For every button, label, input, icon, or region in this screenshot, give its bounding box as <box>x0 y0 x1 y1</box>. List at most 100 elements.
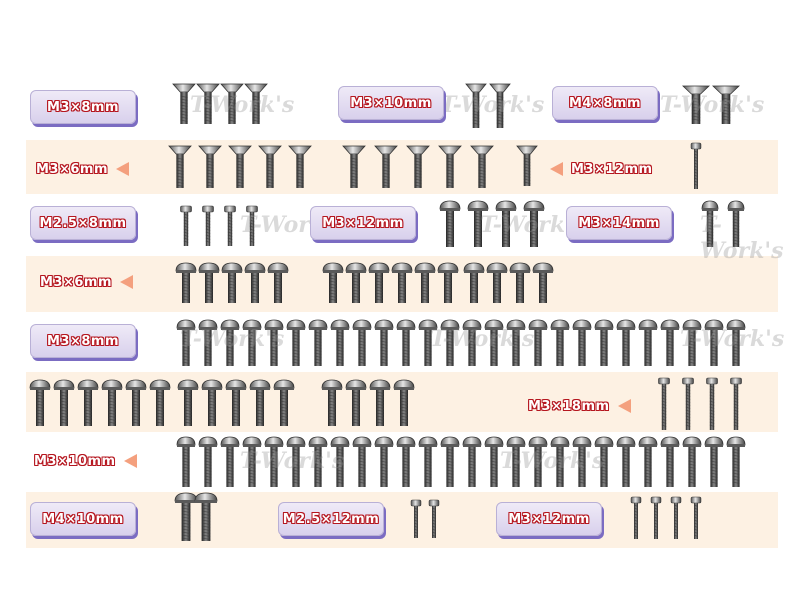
size-label-r2a: M3×6mm <box>36 161 109 177</box>
screw <box>374 436 394 487</box>
screw <box>176 436 196 487</box>
screw <box>428 499 440 538</box>
screw <box>77 379 99 426</box>
screw <box>258 145 282 188</box>
screw <box>727 200 745 247</box>
screw <box>658 377 670 430</box>
screw <box>704 436 724 487</box>
screw <box>201 379 223 426</box>
screw <box>202 205 214 246</box>
screw <box>374 319 394 366</box>
screw <box>244 262 266 303</box>
screw <box>177 379 199 426</box>
arrow-left-icon <box>116 162 130 176</box>
screw <box>221 262 243 303</box>
screw <box>330 319 350 366</box>
screw <box>462 436 482 487</box>
screw <box>440 436 460 487</box>
screw <box>418 436 438 487</box>
watermark-logo: T-Work's <box>700 212 784 264</box>
size-label-r8a: M4×10mm <box>30 502 136 536</box>
row-band-2 <box>26 140 778 194</box>
screw <box>701 200 719 247</box>
screw <box>484 319 504 366</box>
screw <box>506 319 526 366</box>
screw <box>369 379 391 426</box>
size-label-r1b: M3×10mm <box>338 86 444 120</box>
screw <box>414 262 436 303</box>
screw <box>249 379 271 426</box>
screw <box>489 83 511 128</box>
screw <box>286 319 306 366</box>
watermark-logo: T-Work's <box>190 92 295 118</box>
screw <box>690 142 702 189</box>
screw <box>352 319 372 366</box>
screw <box>220 319 240 366</box>
size-callout-r2a: M3×6mm <box>36 157 130 181</box>
screw <box>572 436 592 487</box>
screw <box>194 492 218 541</box>
screw <box>682 377 694 430</box>
screw <box>244 83 268 124</box>
screw <box>550 319 570 366</box>
screw <box>246 205 258 246</box>
screw <box>198 436 218 487</box>
screw <box>286 436 306 487</box>
screw <box>410 499 422 538</box>
screw <box>467 200 489 247</box>
watermark-logo: T-Work's <box>500 448 605 474</box>
screw <box>267 262 289 303</box>
screw <box>352 436 372 487</box>
screw <box>516 145 538 186</box>
screw <box>273 379 295 426</box>
screw <box>630 496 642 539</box>
screw <box>638 319 658 366</box>
screw <box>682 436 702 487</box>
screw <box>391 262 413 303</box>
screw <box>681 85 711 124</box>
size-callout-r2b: M3×12mm <box>550 157 653 181</box>
size-label-r1a: M3×8mm <box>30 90 136 124</box>
screw <box>660 436 680 487</box>
arrow-left-icon <box>617 399 631 413</box>
watermark-logo: T-Work's <box>660 92 765 118</box>
screw <box>198 262 220 303</box>
screw <box>438 145 462 188</box>
screw <box>53 379 75 426</box>
screw <box>462 319 482 366</box>
screw <box>439 200 461 247</box>
size-callout-r6a: M3×18mm <box>528 394 631 418</box>
screw <box>418 319 438 366</box>
watermark-logo: T-Work's <box>240 448 345 474</box>
screw <box>594 319 614 366</box>
size-label-r8b: M2.5×12mm <box>278 502 384 536</box>
screw <box>726 319 746 366</box>
screw <box>198 319 218 366</box>
screw <box>506 436 526 487</box>
screw <box>220 436 240 487</box>
screw <box>682 319 702 366</box>
screw <box>264 436 284 487</box>
screw <box>484 436 504 487</box>
screw <box>225 379 247 426</box>
size-label-r1c: M4×8mm <box>552 86 658 120</box>
size-label-r8c: M3×12mm <box>496 502 602 536</box>
screw <box>726 436 746 487</box>
watermark-logo: T-Work's <box>680 326 785 352</box>
screw <box>175 262 197 303</box>
screw <box>509 262 531 303</box>
screw <box>172 83 196 124</box>
screw <box>465 83 487 128</box>
size-label-r6a: M3×18mm <box>528 398 610 414</box>
screw <box>374 145 398 188</box>
screw <box>572 319 592 366</box>
size-callout-r7a: M3×10mm <box>34 449 137 473</box>
screw <box>638 436 658 487</box>
size-callout-r4a: M3×6mm <box>40 270 134 294</box>
screw <box>330 436 350 487</box>
screw <box>308 436 328 487</box>
size-label-r3c: M3×14mm <box>566 206 672 240</box>
screw <box>616 436 636 487</box>
size-label-r2b: M3×12mm <box>571 161 653 177</box>
